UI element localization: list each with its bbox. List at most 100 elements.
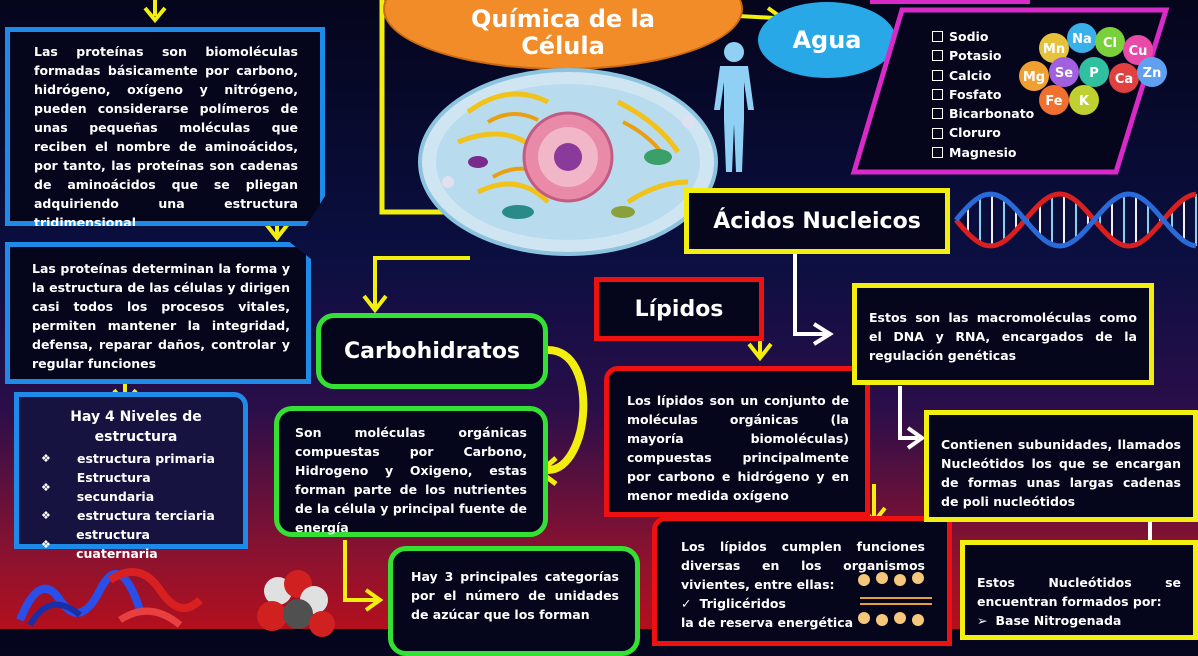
acidos-item-1: ➢ Base Nitrogenada: [977, 611, 1181, 630]
arrowhead-bullet-icon: ➢: [977, 613, 988, 628]
lipidos-item-1-label: Triglicéridos: [699, 596, 786, 611]
mineral-label: Magnesio: [949, 144, 1017, 160]
mineral-label: Sodio: [949, 29, 989, 44]
lipidos-definition-text: Los lípidos son un conjunto de moléculas…: [627, 393, 849, 503]
diamond-bullet-icon: ❖: [41, 537, 51, 551]
lipidos-item-1-desc: la de reserva energética: [681, 615, 854, 630]
arrow-acidos-2: [898, 386, 918, 440]
mineral-item: Magnesio: [932, 143, 1042, 162]
acidos-nucleotides-box: Estos Nucleótidos se encuentran formados…: [960, 540, 1198, 640]
mineral-label: Cloruro: [949, 125, 1001, 141]
protein-level-item: ❖ estructura terciaria: [41, 506, 231, 525]
checkbox-icon: [932, 69, 943, 81]
svg-text:K: K: [1079, 94, 1090, 109]
mineral-ball: Mg: [1019, 61, 1049, 91]
svg-text:Cu: Cu: [1129, 44, 1148, 59]
mineral-item: Potasio: [932, 46, 1042, 65]
mineral-item: Bicarbonato: [932, 104, 1042, 123]
protein-levels-title: Hay 4 Niveles de estructura: [70, 409, 202, 445]
mineral-ball: K: [1069, 85, 1099, 115]
mineral-ball: Zn: [1137, 57, 1167, 87]
mineral-ball: Na: [1067, 23, 1097, 53]
mineral-label: Bicarbonato: [949, 106, 1035, 122]
top-magenta-bar: [870, 0, 1030, 4]
lipidos-functions-text: Los lípidos cumplen funciones diversas e…: [681, 539, 925, 592]
lipid-bilayer-icon: [858, 572, 932, 626]
mineral-item: Fosfato: [932, 85, 1042, 104]
diamond-bullet-icon: ❖: [41, 480, 51, 494]
title-frame-line: [379, 0, 470, 215]
svg-text:Se: Se: [1055, 66, 1073, 81]
acidos-item-1-label: Base Nitrogenada: [995, 613, 1122, 628]
mineral-item: Cloruro: [932, 123, 1042, 142]
arrow-acidos-1: [793, 252, 826, 336]
mineral-ball: P: [1079, 57, 1109, 87]
carbohidratos-definition-text: Son moléculas orgánicas compuestas por C…: [295, 425, 527, 535]
svg-text:P: P: [1089, 66, 1099, 81]
lipidos-title-box: Lípidos: [594, 277, 764, 341]
svg-text:Na: Na: [1072, 32, 1092, 47]
carbohidratos-title: Carbohidratos: [343, 338, 521, 364]
mineral-item: Calcio: [932, 66, 1042, 85]
checkbox-icon: [932, 50, 943, 62]
mineral-ball: Mn: [1039, 33, 1069, 63]
carbohidratos-title-box: Carbohidratos: [316, 313, 548, 389]
mineral-ball: Fe: [1039, 85, 1069, 115]
protein-level-item: ❖ estructura primaria: [41, 449, 231, 468]
protein-level-label: estructura primaria: [77, 451, 215, 466]
title-line2: Célula: [521, 32, 605, 60]
agua-oval: Agua: [758, 2, 896, 78]
diamond-bullet-icon: ❖: [41, 452, 51, 465]
mineral-label: Fosfato: [949, 86, 1002, 102]
protein-structure-image: [16, 568, 203, 628]
protein-level-label: estructura cuaternaria: [76, 527, 158, 561]
molecule-model-image: [257, 570, 335, 637]
proteins-definition-box: Las proteínas son biomoléculas formadas …: [5, 27, 325, 226]
acidos-definition-box: Estos son las macromoléculas como el DNA…: [852, 283, 1154, 385]
arrow-carbo-curve: [547, 346, 588, 474]
agua-label: Agua: [792, 26, 862, 54]
checkbox-icon: [932, 127, 943, 139]
arrow-cell-carbo: [373, 256, 470, 310]
acidos-definition-text: Estos son las macromoléculas como el DNA…: [869, 310, 1137, 363]
check-icon: ✓: [681, 596, 692, 611]
checkbox-icon: [932, 108, 943, 120]
proteins-function-box: Las proteínas determinan la forma y la e…: [5, 242, 311, 384]
mineral-item: Sodio: [932, 27, 1042, 46]
carbohidratos-definition-box: Son moléculas orgánicas compuestas por C…: [274, 406, 548, 537]
acidos-subunits-text: Contienen subunidades, llamados Nucleóti…: [941, 437, 1181, 509]
diamond-bullet-icon: ❖: [41, 509, 51, 522]
mineral-ball: Cl: [1095, 27, 1125, 57]
checkbox-icon: [932, 146, 943, 158]
dna-helix-icon: [954, 191, 1197, 249]
svg-text:Mg: Mg: [1023, 70, 1045, 85]
mineral-label: Calcio: [949, 67, 992, 83]
proteins-function-text: Las proteínas determinan la forma y la e…: [32, 261, 290, 371]
lipidos-definition-box: Los lípidos son un conjunto de moléculas…: [604, 366, 870, 517]
title-line1: Química de la: [471, 5, 655, 33]
mineral-ball: Cu: [1123, 35, 1153, 65]
checkbox-icon: [932, 31, 943, 43]
protein-levels-box: Hay 4 Niveles de estructura ❖ estructura …: [14, 392, 248, 561]
acidos-nucleotides-text: Estos Nucleótidos se encuentran formados…: [977, 575, 1181, 609]
protein-level-label: estructura terciaria: [77, 508, 215, 523]
human-figure-icon: [714, 42, 754, 172]
acidos-title: Ácidos Nucleicos: [713, 208, 921, 234]
arrow-carbo-down: [343, 540, 378, 602]
carbohidratos-categories-text: Hay 3 principales categorías por el núme…: [411, 569, 619, 622]
protein-level-label: Estructura secundaria: [76, 470, 155, 504]
lipidos-title: Lípidos: [634, 296, 724, 322]
cell-illustration: [418, 68, 718, 256]
svg-text:Mn: Mn: [1043, 42, 1065, 57]
acidos-subunits-box: Contienen subunidades, llamados Nucleóti…: [924, 410, 1198, 522]
svg-text:Ca: Ca: [1115, 72, 1133, 87]
mineral-ball: Ca: [1109, 63, 1139, 93]
svg-text:Cl: Cl: [1103, 36, 1117, 51]
acidos-title-box: Ácidos Nucleicos: [684, 188, 950, 254]
svg-text:Fe: Fe: [1045, 94, 1062, 109]
checkbox-icon: [932, 89, 943, 101]
mineral-ball: Se: [1049, 57, 1079, 87]
proteins-definition-text: Las proteínas son biomoléculas formadas …: [34, 44, 298, 230]
